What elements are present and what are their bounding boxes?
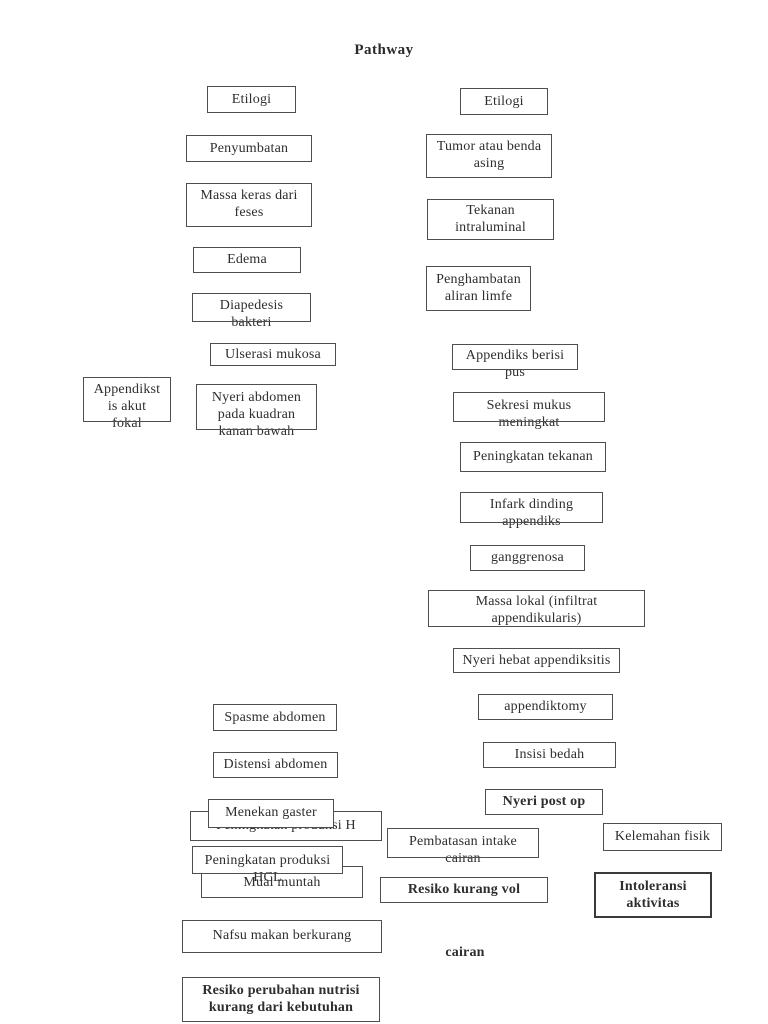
node-edema: Edema xyxy=(193,247,301,273)
node-text-line: Etilogi xyxy=(484,94,524,109)
node-massa-lokal-infiltrat: Massa lokal (infiltrat appendikularis) xyxy=(428,590,645,627)
node-text-line: Penghambatan xyxy=(436,272,521,287)
node-text-line: Insisi bedah xyxy=(514,747,585,762)
node-text-line: Nyeri post op xyxy=(502,794,586,809)
node-tekanan-intraluminal: Tekanan intraluminal xyxy=(427,199,554,240)
node-text-line: Peningkatan tekanan xyxy=(472,449,594,464)
node-text-line: pus xyxy=(504,365,526,380)
node-text-line: aktivitas xyxy=(626,896,680,911)
node-text-line: fokal xyxy=(112,416,142,431)
node-nyeri-abdomen-kuadran: Nyeri abdomen pada kuadran kanan bawah xyxy=(196,384,317,439)
node-text-line: appendikularis) xyxy=(491,611,582,626)
node-text-line: asing xyxy=(473,156,505,171)
node-text-line: aliran limfe xyxy=(444,289,513,304)
node-resiko-perubahan-nutrisi: Resiko perubahan nutrisi kurang dari kebu… xyxy=(182,977,380,1022)
node-text-line: Mual muntah xyxy=(243,875,321,890)
node-text-line: Appendiks berisi xyxy=(465,348,565,363)
node-nyeri-post-op: Nyeri post op xyxy=(485,789,603,815)
node-cairan-label: cairan xyxy=(435,943,495,963)
node-nyeri-hebat-appendiksitis: Nyeri hebat appendiksitis xyxy=(453,648,620,673)
node-text-line: Resiko kurang vol xyxy=(407,882,521,897)
node-ulserasi-mukosa: Ulserasi mukosa xyxy=(210,343,336,366)
node-text-line: Nyeri abdomen xyxy=(211,390,302,405)
node-text-line: Nafsu makan berkurang xyxy=(212,928,352,943)
node-text-line: Nyeri hebat appendiksitis xyxy=(462,653,611,668)
node-text-line: Spasme abdomen xyxy=(224,710,326,725)
node-text-line: Penyumbatan xyxy=(209,141,289,156)
node-text-line: Massa lokal (infiltrat xyxy=(475,594,598,609)
node-text-line: kurang dari kebutuhan xyxy=(208,1000,354,1015)
node-text-line: Resiko perubahan nutrisi xyxy=(202,983,360,998)
node-text-line: meningkat xyxy=(498,415,560,430)
node-resiko-kurang-vol: Resiko kurang vol xyxy=(380,877,548,903)
node-etilogi-left: Etilogi xyxy=(207,86,296,113)
node-menekan-gaster: Menekan gaster xyxy=(208,799,334,828)
node-text-line: Pembatasan intake xyxy=(409,834,517,849)
node-spasme-abdomen: Spasme abdomen xyxy=(213,704,337,731)
node-text-line: cairan xyxy=(445,851,481,866)
node-massa-keras-dari-feses: Massa keras dari feses xyxy=(186,183,312,227)
node-intoleransi-aktivitas: Intoleransi aktivitas xyxy=(594,872,712,918)
node-text-line: ganggrenosa xyxy=(491,550,564,565)
node-text-line: Sekresi mukus xyxy=(486,398,572,413)
node-penghambatan-aliran-limfe: Penghambatan aliran limfe xyxy=(426,266,531,311)
node-text-line: Diapedesis xyxy=(219,298,284,313)
node-text-line: feses xyxy=(234,205,264,220)
node-sekresi-mukus-meningkat: Sekresi mukus meningkat xyxy=(453,392,605,430)
node-penyumbatan: Penyumbatan xyxy=(186,135,312,162)
node-text-line: Tekanan xyxy=(466,203,515,218)
node-text-line: Peningkatan produksi xyxy=(204,853,331,868)
diagram-title: Pathway xyxy=(354,42,414,58)
node-text-line: Tumor atau benda xyxy=(436,139,542,154)
node-nafsu-makan-berkurang: Nafsu makan berkurang xyxy=(182,920,382,953)
node-distensi-abdomen: Distensi abdomen xyxy=(213,752,338,778)
node-text-line: cairan xyxy=(445,945,485,960)
node-etilogi-right: Etilogi xyxy=(460,88,548,115)
node-insisi-bedah: Insisi bedah xyxy=(483,742,616,768)
node-appendiktomy: appendiktomy xyxy=(478,694,613,720)
node-appendikstis-akut-fokal: Appendikst is akut fokal xyxy=(83,377,171,431)
node-text-line: Appendikst xyxy=(93,382,161,397)
node-text-line: Infark dinding xyxy=(489,497,574,512)
node-text-line: Menekan gaster xyxy=(225,805,317,820)
node-diapedesis-bakteri: Diapedesis bakteri xyxy=(192,293,311,330)
node-text-line: appendiks xyxy=(502,514,561,529)
node-text-line: Edema xyxy=(227,252,267,267)
node-text-line: bakteri xyxy=(231,315,272,330)
node-text-line: Distensi abdomen xyxy=(223,757,328,772)
node-peningkatan-tekanan: Peningkatan tekanan xyxy=(460,442,606,472)
node-text-line: Intoleransi xyxy=(619,879,687,894)
node-appendiks-berisi-pus: Appendiks berisi pus xyxy=(452,344,578,380)
node-text-line: is akut xyxy=(107,399,147,414)
node-text-line: Kelemahan fisik xyxy=(614,829,711,844)
node-pembatasan-intake-cairan: Pembatasan intake cairan xyxy=(387,828,539,866)
node-text-line: HCL xyxy=(253,870,282,885)
node-tumor-atau-benda-asing: Tumor atau benda asing xyxy=(426,134,552,178)
node-text-line: pada kuadran xyxy=(217,407,296,422)
node-text-line: intraluminal xyxy=(455,220,526,235)
node-kelemahan-fisik: Kelemahan fisik xyxy=(603,823,722,851)
node-ganggrenosa: ganggrenosa xyxy=(470,545,585,571)
node-text-line: kanan bawah xyxy=(218,424,295,439)
node-infark-dinding-appendiks: Infark dinding appendiks xyxy=(460,492,603,529)
node-text-line: Massa keras dari xyxy=(200,188,298,203)
node-text-line: Etilogi xyxy=(231,92,272,107)
node-text-line: appendiktomy xyxy=(504,699,587,714)
node-text-line: Ulserasi mukosa xyxy=(225,347,321,362)
